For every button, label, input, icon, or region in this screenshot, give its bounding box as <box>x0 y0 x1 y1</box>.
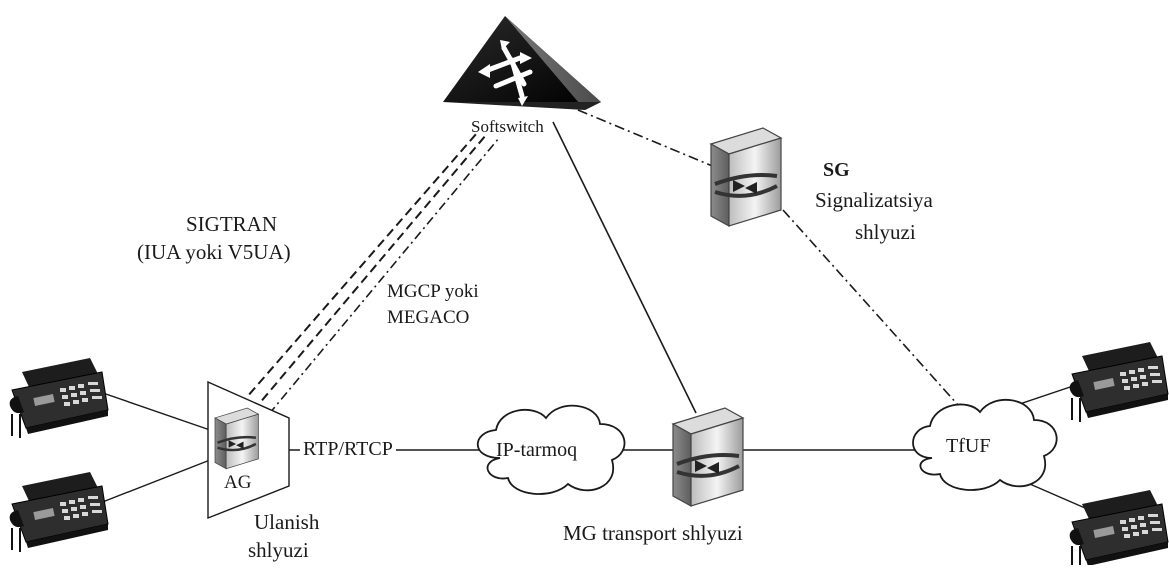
signaling-gateway-server-icon <box>709 126 783 228</box>
softswitch-label: Softswitch <box>471 117 544 136</box>
ag-caption-line2: shlyuzi <box>248 538 309 562</box>
sg-pstn-link <box>782 209 959 406</box>
cloud-icon <box>912 398 1058 491</box>
phone-ag-link-bottom <box>99 459 211 504</box>
softswitch-mg-link <box>552 121 697 414</box>
sigtran-link-second <box>252 134 487 412</box>
access-gateway-server-icon <box>207 380 290 520</box>
mgcp-link <box>268 137 500 415</box>
sg-title: SG <box>823 159 850 181</box>
rtp-label: RTP/RTCP <box>300 439 396 459</box>
softswitch-router-icon <box>443 16 601 110</box>
sg-caption-line2: shlyuzi <box>855 220 916 244</box>
sg-caption-line1: Signalizatsiya <box>815 188 933 212</box>
telephone-icon <box>1068 341 1169 423</box>
media-gateway-server-icon <box>671 406 745 508</box>
mgcp-label: MGCP yoki <box>387 281 479 302</box>
pstn-label: TfUF <box>946 435 991 457</box>
sigtran-link <box>239 132 478 406</box>
telephone-icon <box>8 471 110 553</box>
phone-ag-link-top <box>99 391 211 431</box>
ag-label: AG <box>224 472 252 493</box>
sigtran-label: SIGTRAN <box>186 212 278 236</box>
telephone-icon <box>8 357 110 439</box>
ag-caption-line1: Ulanish <box>254 510 320 534</box>
megaco-label: MEGACO <box>387 307 470 328</box>
telephone-icon <box>1068 489 1169 570</box>
mg-label: MG transport shlyuzi <box>563 521 743 545</box>
sigtran-protocols-label: (IUA yoki V5UA) <box>137 240 291 264</box>
cloud-icon <box>477 404 626 495</box>
ip-network-label: IP-tarmoq <box>496 439 578 461</box>
softswitch-sg-link <box>577 109 723 171</box>
